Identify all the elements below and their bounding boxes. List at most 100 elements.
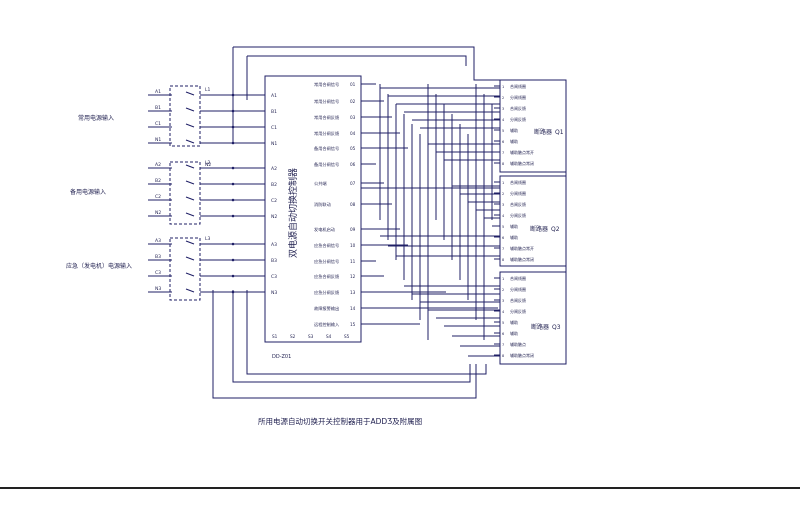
switch-blade: [185, 123, 195, 128]
controller-output-label: 消防联动: [314, 201, 331, 208]
input-terminal-label: A1: [155, 89, 161, 95]
controller-pin-label: C3: [271, 274, 277, 280]
controller-output-label: 应急分闸信号: [314, 258, 339, 265]
switch-blade: [185, 91, 195, 96]
breaker-terminal-number: 8: [502, 354, 504, 358]
input-terminal-label: B2: [155, 178, 161, 184]
breaker-terminal-label: 合闸线圈: [510, 275, 526, 281]
diagram-caption: 所用电源自动切换开关控制器用于ADDӠ及附属图: [258, 416, 422, 426]
controller-output-pin: 05: [350, 146, 356, 151]
breaker-terminal-number: 4: [502, 118, 505, 122]
switch-blade: [185, 240, 195, 245]
input-label-emergency: 应急（发电机）电源输入: [66, 262, 132, 270]
breaker-terminal-label: 合闸线圈: [510, 179, 526, 185]
input-terminal-label: A3: [155, 238, 161, 244]
breaker-terminal-label: 合闸反馈: [510, 201, 526, 207]
junction-dot: [231, 242, 235, 246]
breaker-q3-name: Q3: [552, 324, 561, 331]
breaker-terminal-label: 辅助触点: [510, 341, 526, 347]
switch-blade: [185, 180, 195, 185]
switch-blade: [185, 107, 195, 112]
junction-dot: [231, 198, 235, 202]
input-label-backup: 备用电源输入: [70, 188, 106, 196]
switch-group-2: [169, 161, 201, 225]
breaker-q1-heading: 断路器: [534, 128, 552, 136]
input-terminal-label: C1: [155, 121, 161, 127]
controller-output-label: 常用合闸反馈: [314, 114, 340, 121]
switch-tag: L2: [205, 160, 211, 166]
breaker-terminal-label: 辅助触点常闭: [510, 160, 534, 166]
switch-tag: L1: [205, 87, 211, 93]
controller-bottom-pin: S5: [344, 334, 350, 339]
breaker-q3-heading: 断路器: [531, 323, 549, 331]
breaker-terminal-label: 分闸线圈: [510, 94, 526, 100]
input-terminal-label: B1: [155, 105, 161, 111]
controller-output-label: 备用合闸信号: [314, 145, 339, 152]
controller-pin-label: A3: [271, 242, 277, 248]
controller-output-pin: 04: [350, 131, 356, 136]
breaker-terminal-label: 辅助: [510, 138, 518, 144]
breaker-terminal-label: 分闸反馈: [510, 212, 526, 218]
breaker-terminal-number: 8: [502, 162, 504, 166]
breaker-terminal-label: 辅助触点常闭: [510, 256, 534, 262]
controller-pin-label: C2: [271, 198, 277, 204]
controller-pin-label: N3: [271, 290, 277, 296]
switch-blade: [185, 272, 195, 277]
controller-output-pin: 15: [350, 322, 356, 327]
breaker-terminal-number: 4: [502, 214, 505, 218]
breaker-terminal-number: 7: [502, 343, 504, 347]
controller-pin-label: N1: [271, 141, 277, 147]
junction-dot: [231, 125, 235, 129]
controller-pin-label: A1: [271, 93, 277, 99]
junction-dot: [231, 141, 235, 145]
switch-blade: [185, 139, 195, 144]
junction-dot: [231, 290, 235, 294]
breaker-terminal-label: 辅助触点常开: [510, 245, 534, 251]
breaker-terminal-label: 辅助: [510, 127, 518, 133]
breaker-terminal-number: 3: [502, 299, 504, 303]
breaker-terminal-number: 2: [502, 192, 504, 196]
breaker-terminal-label: 辅助: [510, 234, 518, 240]
breaker-terminal-number: 1: [502, 181, 504, 185]
junction-dot: [231, 182, 235, 186]
controller-output-label: 应急合闸信号: [314, 242, 339, 249]
controller-output-label: 应急分闸反馈: [314, 289, 340, 296]
switch-group-3: [169, 237, 201, 301]
group-tag: N2: [205, 162, 211, 168]
controller-output-label: 常用合闸信号: [314, 81, 339, 88]
controller-output-pin: 06: [350, 162, 356, 167]
controller-bottom-pin: S1: [272, 334, 278, 339]
controller-output-pin: 13: [350, 290, 356, 295]
controller-output-label: 故障报警输出: [314, 305, 339, 312]
controller-output-pin: 03: [350, 115, 356, 120]
breaker-terminal-label: 合闸反馈: [510, 105, 526, 111]
controller-title: 双电源自动切换控制器: [287, 168, 299, 258]
breaker-terminal-label: 分闸线圈: [510, 286, 526, 292]
breaker-terminal-number: 2: [502, 288, 504, 292]
switch-blade: [185, 196, 195, 201]
controller-output-pin: 11: [350, 259, 356, 264]
breaker-terminal-label: 合闸反馈: [510, 297, 526, 303]
breaker-terminal-number: 4: [502, 310, 505, 314]
breaker-terminal-number: 6: [502, 332, 504, 336]
controller-output-pin: 10: [350, 243, 356, 248]
breaker-terminal-number: 6: [502, 236, 504, 240]
input-terminal-label: C2: [155, 194, 161, 200]
controller-output-pin: 02: [350, 99, 356, 104]
breaker-terminal-number: 5: [502, 129, 504, 133]
controller-pin-label: B2: [271, 182, 277, 188]
input-terminal-label: N1: [155, 137, 161, 143]
switch-tag: L3: [205, 236, 211, 242]
input-label-normal: 常用电源输入: [78, 114, 114, 122]
breaker-terminal-label: 辅助触点常开: [510, 149, 534, 155]
breaker-q2-name: Q2: [551, 226, 560, 233]
junction-dot: [231, 166, 235, 170]
controller-output-label: 远程控制输入: [314, 321, 340, 328]
controller-output-pin: 09: [350, 227, 356, 232]
switch-blade: [185, 256, 195, 261]
breaker-terminal-number: 8: [502, 258, 504, 262]
breaker-terminal-number: 5: [502, 321, 504, 325]
breaker-q1-name: Q1: [555, 129, 564, 136]
controller-pin-label: N2: [271, 214, 277, 220]
switch-blade: [185, 164, 195, 169]
